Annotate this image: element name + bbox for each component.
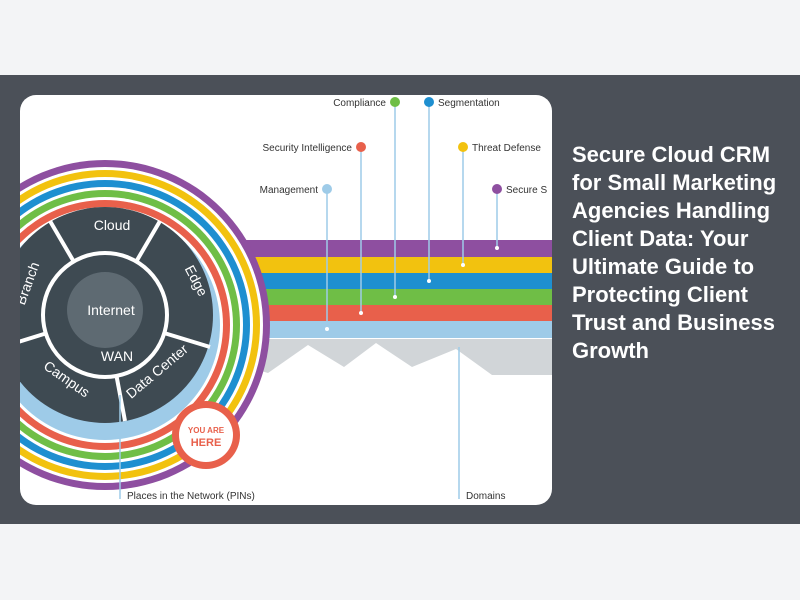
- stripe-purple: [205, 240, 552, 257]
- dot-threat-defense: [458, 142, 468, 152]
- label-places-in-network: Places in the Network (PINs): [127, 491, 255, 502]
- security-network-diagram: Internet WAN Cloud Edge Data Center Camp…: [20, 97, 552, 502]
- dot-compliance: [390, 97, 400, 107]
- callout-segmentation: Segmentation: [438, 98, 500, 109]
- hub-wan-label: WAN: [101, 348, 133, 364]
- hero-image-card: Internet WAN Cloud Edge Data Center Camp…: [20, 95, 552, 505]
- stripe-yellow: [205, 257, 552, 273]
- dot-segmentation: [424, 97, 434, 107]
- you-are-here-badge: YOU ARE HERE: [172, 401, 240, 469]
- stripe-light-blue: [205, 321, 552, 338]
- hub-core: [67, 272, 143, 348]
- dot-security-intelligence: [356, 142, 366, 152]
- segment-label-cloud: Cloud: [94, 217, 131, 233]
- callout-end-dots: [325, 246, 499, 331]
- callout-secure-services: Secure S: [506, 185, 547, 196]
- stripe-blue: [205, 273, 552, 289]
- label-domains: Domains: [466, 491, 505, 502]
- badge-line1: YOU ARE: [188, 426, 225, 435]
- callout-security-intelligence: Security Intelligence: [263, 143, 353, 154]
- dot-secure-services: [492, 184, 502, 194]
- dot-management: [322, 184, 332, 194]
- callout-compliance: Compliance: [333, 98, 386, 109]
- callout-management: Management: [260, 185, 319, 196]
- article-headline: Secure Cloud CRM for Small Marketing Age…: [572, 142, 777, 363]
- callout-threat-defense: Threat Defense: [472, 143, 541, 154]
- stripe-red: [205, 305, 552, 321]
- badge-line2: HERE: [191, 437, 222, 449]
- hub-center-label: Internet: [87, 302, 135, 318]
- stripe-green: [205, 289, 552, 305]
- callout-lines: [119, 102, 498, 499]
